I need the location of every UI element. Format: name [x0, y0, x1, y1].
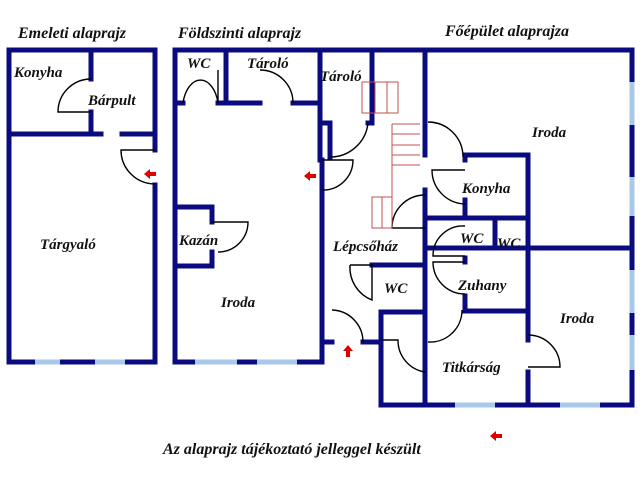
room-label-iroda: Iroda	[220, 295, 256, 311]
upper-floor-title: Emeleti alaprajz	[17, 25, 127, 42]
room-label-iroda: Iroda	[531, 125, 567, 141]
room-label-wc: WC	[187, 56, 211, 72]
room-label-zuhany: Zuhany	[457, 278, 507, 294]
room-label-konyha: Konyha	[461, 181, 511, 197]
staircase-doors	[321, 122, 426, 343]
main-building-walls	[317, 47, 635, 408]
room-label-kazan: Kazán	[178, 233, 218, 249]
ground-floor-title: Földszinti alaprajz	[177, 25, 302, 42]
room-label-lepcsohaz: Lépcsőház	[332, 239, 398, 255]
main-building-doors	[381, 121, 561, 373]
stairs	[361, 81, 420, 229]
entrance-arrows	[144, 169, 502, 441]
room-label-wc: WC	[384, 281, 408, 297]
staircase-walls	[317, 47, 635, 408]
arrow-left-icon	[304, 171, 316, 181]
ground-floor-doors	[182, 69, 294, 253]
arrow-left-icon	[144, 169, 156, 179]
arrow-up-icon	[343, 345, 353, 357]
main-building-title: Főépület alaprajza	[444, 23, 569, 40]
room-label-tarolo: Tároló	[247, 56, 289, 72]
room-label-iroda: Iroda	[559, 311, 595, 327]
arrow-left-icon	[490, 431, 502, 441]
room-label-wc: WC	[497, 236, 521, 252]
footnote: Az alaprajz tájékoztató jelleggel készül…	[162, 441, 421, 458]
ground-floor-walls	[172, 47, 325, 365]
room-label-tarolo-2: Tároló	[320, 69, 362, 85]
room-label-wc: WC	[460, 231, 484, 247]
room-label-titkarsag: Titkárság	[442, 360, 501, 376]
room-label-konyha: Konyha	[13, 65, 63, 81]
upper-floor-walls	[6, 47, 158, 365]
room-label-targyalo: Tárgyaló	[40, 237, 96, 253]
room-label-barpult: Bárpult	[87, 93, 136, 109]
upper-floor-doors	[57, 78, 156, 185]
